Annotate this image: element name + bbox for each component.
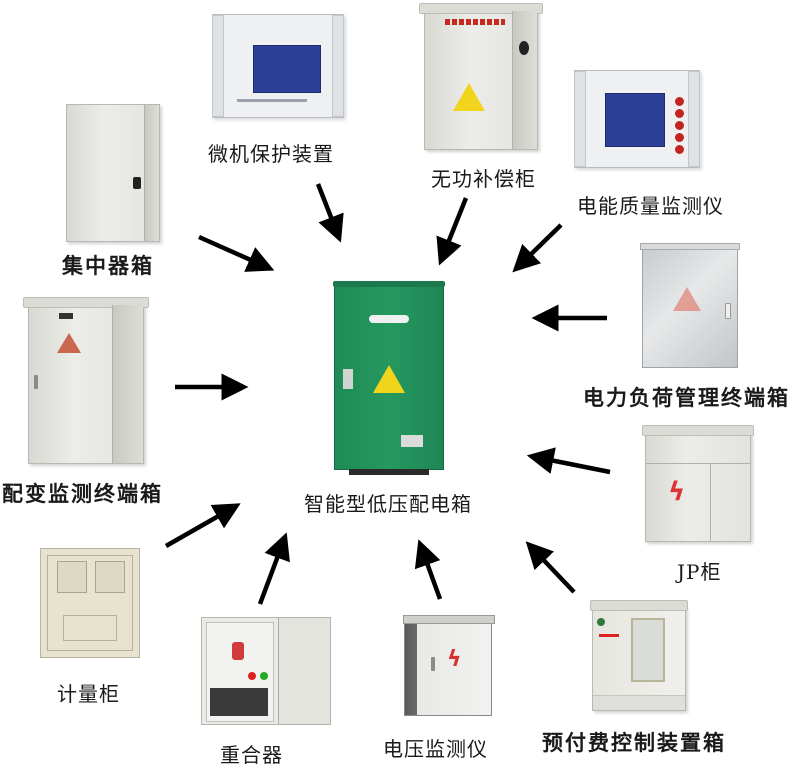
voltage-monitor-image: ϟ xyxy=(403,615,495,716)
node-label-power-quality-monitor: 电能质量监测仪 xyxy=(577,194,724,218)
arrow-reactive-compensation xyxy=(436,197,469,266)
node-label-reactive-compensation: 无功补偿柜 xyxy=(431,167,536,191)
distribution-monitor-terminal-box-image xyxy=(23,297,149,464)
arrow-microcomputer-protection xyxy=(315,183,344,243)
center-node-smart-lv-distribution-box-image xyxy=(333,281,445,475)
arrow-voltage-monitor xyxy=(414,539,443,600)
node-label-load-management-terminal: 电力负荷管理终端箱 xyxy=(583,385,790,410)
node-label-metering-cabinet: 计量柜 xyxy=(57,682,120,706)
node-label-microcomputer-protection: 微机保护装置 xyxy=(208,142,334,166)
node-label-distribution-monitor-terminal: 配变监测终端箱 xyxy=(2,481,163,506)
arrow-metering-cabinet xyxy=(164,503,241,548)
arrow-jp-cabinet xyxy=(526,447,611,475)
node-label-jp-cabinet: JP柜 xyxy=(677,560,722,584)
metering-cabinet-image xyxy=(40,548,140,658)
recloser-image xyxy=(201,617,331,725)
microcomputer-protection-device-image xyxy=(212,14,344,118)
node-label-voltage-monitor: 电压监测仪 xyxy=(383,737,488,761)
jp-cabinet-image: ϟ xyxy=(642,425,754,542)
node-label-concentrator-box: 集中器箱 xyxy=(62,253,154,278)
arrow-prepaid-control-box xyxy=(525,541,576,594)
concentrator-box-image xyxy=(66,104,160,242)
center-node-label: 智能型低压配电箱 xyxy=(304,492,472,516)
node-label-recloser: 重合器 xyxy=(220,743,283,767)
arrow-recloser xyxy=(257,532,290,605)
arrow-concentrator-box xyxy=(198,234,275,272)
arrow-power-quality-monitor xyxy=(512,223,563,273)
node-label-prepaid-control-box: 预付费控制装置箱 xyxy=(542,730,726,755)
load-management-terminal-box-image xyxy=(640,243,740,368)
reactive-compensation-cabinet-image xyxy=(419,3,543,150)
prepaid-control-box-image xyxy=(590,600,688,711)
power-quality-monitor-device-image xyxy=(574,70,700,168)
